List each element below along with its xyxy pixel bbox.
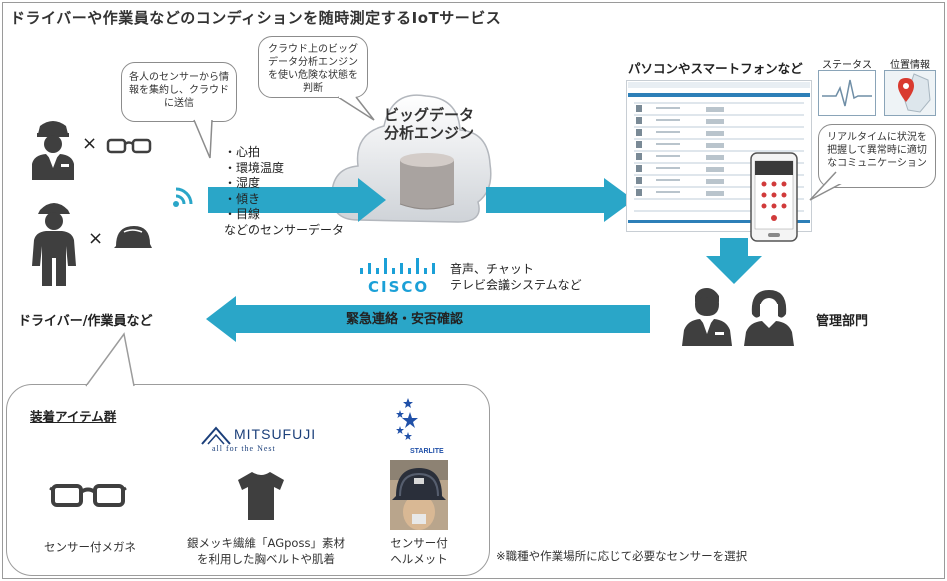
cloud-analysis-text: クラウド上のビッグデータ分析エンジンを使い危険な状態を判断 xyxy=(268,44,358,94)
status-label: ステータス xyxy=(822,60,872,71)
mitsufuji-logo: MITSUFUJI xyxy=(234,426,317,442)
data-item-summary: などのセンサーデータ xyxy=(224,222,345,237)
shirt-icon xyxy=(238,472,284,520)
location-label: 位置情報 xyxy=(890,60,930,71)
worker-icon xyxy=(32,203,76,286)
manager-female-icon xyxy=(744,290,794,346)
cisco-line-2: テレビ会議システムなど xyxy=(450,278,582,292)
cisco-line-1: 音声、チャット xyxy=(450,262,534,276)
glasses-icon-small xyxy=(106,138,152,154)
page-title: ドライバーや作業員などのコンディションを随時測定するIoTサービス xyxy=(10,9,502,27)
times-symbol-2: × xyxy=(88,228,104,249)
glasses-caption: センサー付メガネ xyxy=(44,540,136,554)
manager-male-icon xyxy=(682,288,732,346)
wireless-signal-icon xyxy=(173,187,193,207)
data-item-humidity: ・湿度 xyxy=(224,176,261,190)
down-arrow xyxy=(706,238,762,284)
helmet-caption-1: センサー付 xyxy=(390,536,448,550)
items-panel-tail xyxy=(85,332,135,389)
data-flow-arrow-left xyxy=(208,178,386,222)
mitsufuji-logo-mark xyxy=(201,426,231,445)
helmet-caption-2: ヘルメット xyxy=(390,552,448,566)
helmet-icon-small xyxy=(114,226,152,248)
shirt-caption-2: を利用した胸ベルトや肌着 xyxy=(197,552,335,566)
data-item-gaze: ・目線 xyxy=(224,207,261,221)
sensor-data-list: ・心拍 ・環境温度 ・湿度 ・傾き ・目線 などのセンサーデータ xyxy=(224,145,344,238)
cisco-bars-icon xyxy=(360,258,435,274)
emergency-arrow xyxy=(206,296,650,342)
data-item-tilt: ・傾き xyxy=(224,191,261,206)
data-item-heart-rate: ・心拍 xyxy=(224,145,261,159)
bubble-tail-1 xyxy=(193,118,213,159)
cisco-logo: CISCO xyxy=(368,278,430,296)
emergency-label: 緊急連絡・安否確認 xyxy=(346,312,464,327)
shirt-caption-1: 銀メッキ繊維「AGposs」素材 xyxy=(187,536,345,550)
realtime-text: リアルタイムに状況を把握して異常時に適切なコミュニケーション xyxy=(827,132,927,169)
times-symbol-1: × xyxy=(82,133,98,154)
map-pin-icon xyxy=(884,70,936,116)
devices-label: パソコンやスマートフォンなど xyxy=(628,61,803,76)
footnote: ※職種や作業場所に応じて必要なセンサーを選択 xyxy=(496,549,748,563)
starlite-logo: STARLITE xyxy=(410,448,444,455)
glasses-icon xyxy=(49,484,127,507)
management-label: 管理部門 xyxy=(816,314,869,329)
starlite-stars-logo xyxy=(396,398,418,440)
smartphone-mockup xyxy=(750,152,798,242)
mitsufuji-tagline: all for the Nest xyxy=(212,444,276,453)
bubble-tail-3 xyxy=(809,171,847,201)
data-item-env-temp: ・環境温度 xyxy=(224,160,285,175)
helmet-photo xyxy=(390,460,448,530)
bubble-tail-2 xyxy=(337,94,375,121)
data-flow-arrow-right xyxy=(486,178,634,222)
sensor-collect-bubble: 各人のセンサーから情報を集約し、クラウドに送信 xyxy=(121,62,237,122)
driver-icon xyxy=(32,121,74,180)
cloud-title-2: 分析エンジン xyxy=(384,124,475,142)
status-monitor-icon xyxy=(818,70,876,116)
sensor-collect-text: 各人のセンサーから情報を集約し、クラウドに送信 xyxy=(129,72,229,109)
cloud-analysis-bubble: クラウド上のビッグデータ分析エンジンを使い危険な状態を判断 xyxy=(258,36,368,98)
items-heading: 装着アイテム群 xyxy=(30,409,117,424)
cloud-title-1: ビッグデータ xyxy=(384,106,475,124)
drivers-label: ドライバー/作業員など xyxy=(18,314,153,329)
database-icon xyxy=(399,153,455,210)
